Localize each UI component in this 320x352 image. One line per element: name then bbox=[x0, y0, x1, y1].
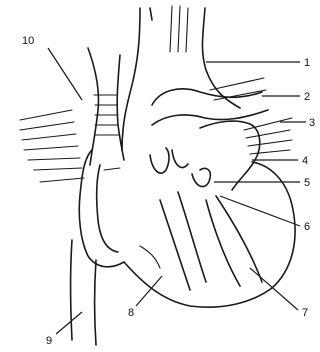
label-1: 1 bbox=[304, 57, 310, 69]
label-9: 9 bbox=[46, 335, 52, 347]
aorta bbox=[122, 6, 240, 150]
semilunar-valves bbox=[150, 148, 210, 187]
label-2: 2 bbox=[304, 91, 310, 103]
superior-vena-cava bbox=[88, 48, 124, 165]
pulmonary-artery bbox=[152, 78, 268, 125]
number-labels: 1 2 3 4 5 6 7 8 9 10 bbox=[22, 35, 315, 347]
label-3: 3 bbox=[309, 117, 315, 129]
pulmonary-veins-left bbox=[20, 110, 84, 182]
label-8: 8 bbox=[128, 307, 134, 319]
label-7: 7 bbox=[302, 307, 308, 319]
label-10: 10 bbox=[22, 35, 34, 47]
right-atrium bbox=[79, 150, 124, 267]
inferior-vena-cava bbox=[71, 240, 97, 345]
label-6: 6 bbox=[304, 221, 310, 233]
label-4: 4 bbox=[302, 155, 308, 167]
label-5: 5 bbox=[304, 177, 310, 189]
left-atrium bbox=[200, 118, 292, 190]
